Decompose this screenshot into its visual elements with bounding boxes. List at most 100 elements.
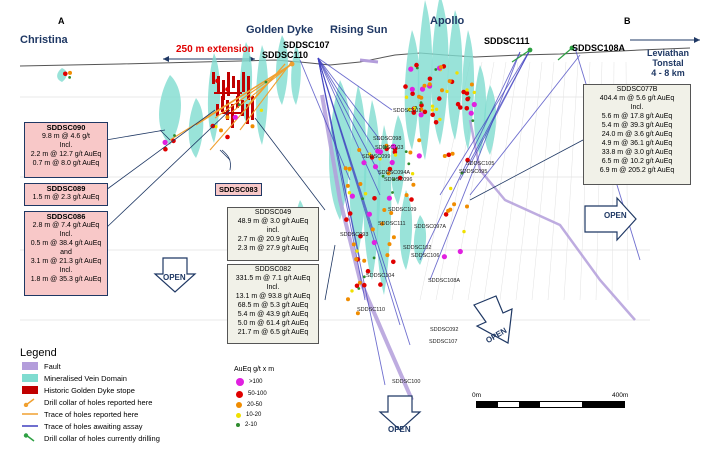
- awaiting-hole-trace: [317, 57, 393, 111]
- grade-intercept-dot: [385, 253, 390, 258]
- grade-intercept-dot: [345, 183, 350, 188]
- grade-intercept-dot: [392, 178, 396, 181]
- grade-intercept-dot: [464, 106, 470, 111]
- awaiting-hole-trace: [317, 57, 381, 196]
- grade-intercept-dot: [457, 248, 463, 255]
- grade-intercept-dot: [63, 71, 68, 77]
- grade-intercept-dot: [407, 107, 411, 112]
- extension-label: 250 m extension: [176, 44, 254, 55]
- historic-stope: [246, 104, 249, 124]
- vein-domain: [349, 85, 367, 255]
- hole-label: SDDSC107: [429, 339, 458, 345]
- extension-arrow-head-left: [163, 56, 169, 62]
- legend-item-vein-domain: Mineralised Vein Domain: [22, 373, 127, 383]
- intercept-line: 13.1 m @ 93.8 g/t AuEq: [235, 293, 311, 300]
- grade-intercept-dot: [433, 120, 439, 125]
- grade-intercept-dot: [232, 114, 238, 120]
- vein-domain: [363, 100, 381, 280]
- grade-intercept-dot: [465, 96, 470, 102]
- grade-intercept-dot: [437, 96, 442, 101]
- grade-intercept-dot: [363, 192, 368, 196]
- grade-intercept-dot: [414, 62, 419, 68]
- reported-hole-trace: [231, 63, 293, 113]
- grade-intercept-dot: [371, 239, 377, 246]
- open-label-left: OPEN: [163, 273, 186, 282]
- hole-label: SDDSC098: [373, 136, 402, 142]
- grade-intercept-dot: [382, 208, 387, 212]
- grade-intercept-dot: [362, 258, 367, 263]
- hole-label: SDDSC101: [393, 108, 422, 114]
- historic-stope: [232, 76, 235, 88]
- grade-intercept-dot: [458, 105, 463, 110]
- open-arrow-down-right: [473, 295, 513, 344]
- grade-intercept-dot: [378, 157, 382, 161]
- grade-dot: [236, 390, 243, 398]
- grade-intercept-dot: [442, 154, 447, 158]
- grade-intercept-dot: [355, 311, 360, 316]
- grade-intercept-dot: [403, 84, 408, 89]
- grade-intercept-dot: [355, 249, 359, 253]
- grade-intercept-dot: [411, 182, 416, 187]
- collar-label-sddsc107: SDDSC107: [283, 40, 330, 50]
- legend-item-label: Historic Golden Dyke stope: [44, 385, 135, 395]
- awaiting-hole-trace: [439, 49, 531, 196]
- historic-stope: [214, 92, 242, 94]
- intercept-line: 331.5 m @ 7.1 g/t AuEq: [235, 275, 311, 282]
- grade-intercept-dot: [419, 103, 424, 108]
- intercept-line: 3.1 m @ 21.3 g/t AuEq: [30, 258, 102, 265]
- intercept-box-sddsc082: SDDSC082 331.5 m @ 7.1 g/t AuEq Incl. 13…: [227, 264, 319, 344]
- scale-end-label: 400m: [612, 392, 629, 399]
- grade-intercept-dot: [225, 115, 230, 120]
- leader-line: [105, 129, 166, 141]
- grade-intercept-dot: [346, 297, 350, 302]
- grade-intercept-dot: [368, 152, 372, 156]
- background-trace: [547, 61, 567, 301]
- leader-line: [469, 139, 584, 201]
- drilling-collar: [527, 47, 533, 53]
- grade-intercept-dot: [375, 148, 381, 154]
- grade-intercept-dot: [471, 101, 477, 108]
- grade-intercept-dot: [430, 108, 435, 112]
- grade-intercept-dot: [404, 95, 409, 99]
- grade-intercept-dot: [378, 282, 383, 287]
- legend-item-reported-collar: Drill collar of holes reported here: [22, 397, 152, 407]
- grade-intercept-dot: [469, 82, 474, 87]
- grade-intercept-dot: [416, 153, 422, 159]
- grade-intercept-dot: [472, 90, 476, 95]
- collar-label-sddsc110: SDDSC110: [262, 50, 309, 60]
- collar-label-sddsc108a: SDDSC108A: [572, 43, 626, 53]
- direction-line-2: Tonstal: [652, 58, 684, 68]
- grade-intercept-dot: [391, 235, 396, 240]
- legend-item-label: Fault: [44, 361, 61, 371]
- grade-intercept-dot: [465, 157, 470, 163]
- hole-label: SDDSC099: [362, 154, 391, 160]
- grade-intercept-dot: [446, 152, 452, 158]
- grade-intercept-dot: [449, 186, 453, 191]
- reported-collar: [289, 61, 295, 67]
- intercept-line: 2.2 m @ 12.7 g/t AuEq: [30, 151, 102, 158]
- intercept-hole-id: SDDSC090: [46, 123, 86, 132]
- historic-stope: [226, 100, 229, 120]
- grade-class-label: 20-50: [247, 402, 263, 408]
- background-trace: [467, 61, 507, 301]
- direction-line-1: Leviathan: [647, 48, 690, 58]
- hole-label: SDDSC109: [388, 207, 417, 213]
- grade-intercept-dot: [358, 233, 363, 239]
- grade-intercept-dot: [460, 171, 464, 175]
- deposit-label-golden-dyke: Golden Dyke: [246, 24, 314, 36]
- reported-hole-trace: [209, 63, 286, 151]
- intercept-line: 6.5 m @ 10.2 g/t AuEq: [601, 158, 673, 165]
- drilling-collar-stem: [557, 47, 573, 61]
- intercept-line: 1.8 m @ 35.3 g/t AuEq: [30, 276, 102, 283]
- grade-intercept-dot: [450, 151, 455, 156]
- intercept-hole-id: SDDSC049: [254, 209, 292, 216]
- leader-line: [221, 149, 231, 171]
- grade-legend-title: AuEq g/t x m: [234, 366, 275, 373]
- intercept-line: 21.7 m @ 6.5 g/t AuEq: [237, 329, 309, 336]
- collar-reported-icon: [23, 398, 35, 407]
- legend-item-label: Drill collar of holes reported here: [44, 397, 153, 407]
- grade-intercept-dot: [350, 289, 354, 293]
- grade-intercept-dot: [397, 175, 403, 181]
- grade-intercept-dot: [351, 242, 356, 247]
- vein-domain-swatch: [22, 374, 38, 382]
